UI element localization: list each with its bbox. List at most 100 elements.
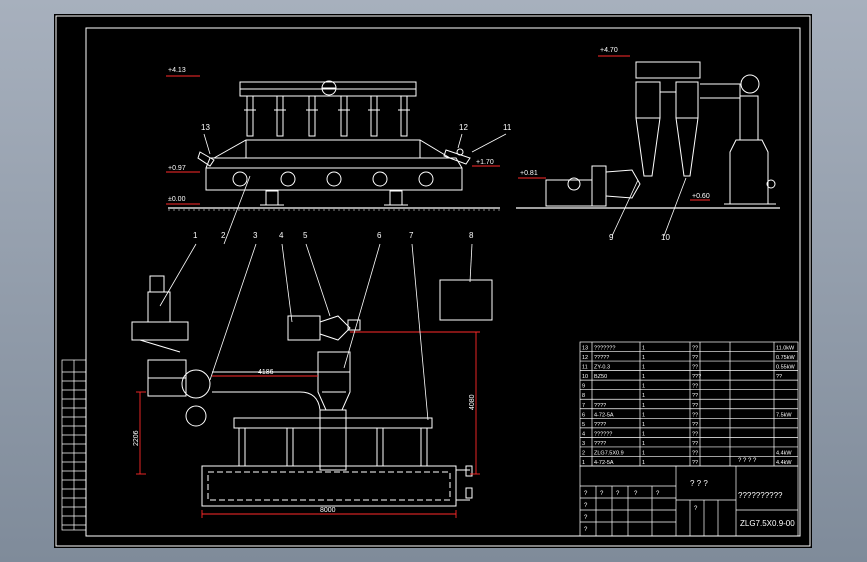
table-cell: BZ50 xyxy=(594,374,607,380)
balloon-4: 4 xyxy=(279,231,284,240)
title-cell-f: ? xyxy=(584,503,588,509)
elevation-marks-left xyxy=(166,75,500,205)
table-cell: ?? xyxy=(692,450,698,456)
table-cell: 8 xyxy=(582,393,585,399)
table-cell: 11.0kW xyxy=(776,346,795,352)
table-cell: ?? xyxy=(692,422,698,428)
table-cell: ?? xyxy=(692,365,698,371)
table-cell: 2 xyxy=(582,450,585,456)
table-cell: 6 xyxy=(582,412,585,418)
title-cell-c: ? xyxy=(616,491,620,497)
table-cell: ?? xyxy=(692,441,698,447)
balloon-11: 11 xyxy=(503,123,512,132)
title-block-subtitle: ?????????? xyxy=(738,491,783,500)
table-cell: 13 xyxy=(582,346,588,352)
table-cell: 3 xyxy=(582,441,585,447)
table-cell: 4-72-5A xyxy=(594,412,614,418)
table-cell: ?????? xyxy=(594,431,612,437)
title-cell-a: ? xyxy=(584,491,588,497)
table-cell: 1 xyxy=(582,460,585,466)
table-cell: ????? xyxy=(594,355,609,361)
leader-lines xyxy=(159,133,687,421)
cyclone-side-view xyxy=(516,61,780,209)
table-cell: 1 xyxy=(642,403,645,409)
elevation-low-right: +0.60 xyxy=(692,193,710,200)
title-cell-d: ? xyxy=(634,491,638,497)
table-cell: 1 xyxy=(642,450,645,456)
balloon-13: 13 xyxy=(201,123,210,132)
balloon-10: 10 xyxy=(661,233,670,242)
table-cell: 0.75kW xyxy=(776,355,795,361)
balloon-12: 12 xyxy=(459,123,468,132)
table-cell: ?? xyxy=(692,384,698,390)
drawing-sheet xyxy=(54,14,812,548)
parts-table xyxy=(579,341,799,467)
table-cell: 10 xyxy=(582,374,588,380)
elevation-marks-right xyxy=(518,55,710,201)
title-block xyxy=(579,465,799,537)
table-cell: ???? xyxy=(594,441,606,447)
table-cell: 1 xyxy=(642,346,645,352)
dim-pipe-span: 4186 xyxy=(258,369,274,376)
table-cell: 1 xyxy=(642,431,645,437)
balloon-5: 5 xyxy=(303,231,308,240)
table-cell: 1 xyxy=(642,422,645,428)
table-cell: ?? xyxy=(692,460,698,466)
table-cell: 1 xyxy=(642,441,645,447)
table-cell: 1 xyxy=(642,412,645,418)
table-cell: 1 xyxy=(642,460,645,466)
plan-view xyxy=(131,275,493,507)
table-cell: ???? xyxy=(594,403,606,409)
title-block-marks: ? ? ? ? xyxy=(738,458,757,464)
elevation-top-left: +4.13 xyxy=(168,67,186,74)
title-cell-h: ? xyxy=(584,527,588,533)
table-cell: ??? xyxy=(692,374,701,380)
elevation-mid-left: +0.97 xyxy=(168,165,186,172)
dim-height-left: 2206 xyxy=(133,430,140,446)
balloon-6: 6 xyxy=(377,231,382,240)
elevation-ground-left: ±0.00 xyxy=(168,196,186,203)
outer-frame xyxy=(55,15,811,547)
balloon-8: 8 xyxy=(469,231,474,240)
elevation-mid-right: +0.81 xyxy=(520,170,538,177)
table-cell: 7 xyxy=(582,403,585,409)
table-cell: ?? xyxy=(692,403,698,409)
table-cell: ??????? xyxy=(594,346,615,352)
table-cell: ?? xyxy=(692,431,698,437)
table-cell: 4.4kW xyxy=(776,460,792,466)
elevation-feed: +1.70 xyxy=(476,159,494,166)
plan-dimensions xyxy=(136,331,480,518)
table-cell: 5 xyxy=(582,422,585,428)
table-cell: ?? xyxy=(692,346,698,352)
title-block-name: ? ? ? xyxy=(690,479,708,488)
table-cell: ???? xyxy=(594,422,606,428)
title-cell-e: ? xyxy=(656,491,660,497)
balloon-3: 3 xyxy=(253,231,258,240)
dim-length: 8000 xyxy=(320,507,336,514)
dim-height-vertical: 4080 xyxy=(469,394,476,410)
dryer-elevation-view xyxy=(168,80,500,211)
table-cell: 12 xyxy=(582,355,588,361)
balloon-7: 7 xyxy=(409,231,414,240)
title-cell-i: ? xyxy=(694,506,698,512)
inner-frame xyxy=(85,27,801,537)
table-cell: 4.4kW xyxy=(776,450,792,456)
table-cell: 1 xyxy=(642,393,645,399)
table-cell: 1 xyxy=(642,374,645,380)
drawing-number: ZLG7.5X0.9-00 xyxy=(740,519,795,528)
table-cell: 4-72-5A xyxy=(594,460,614,466)
balloon-2: 2 xyxy=(221,231,226,240)
table-cell: 11 xyxy=(582,365,588,371)
table-cell: 7.5kW xyxy=(776,412,792,418)
table-cell: ?? xyxy=(692,355,698,361)
elevation-top-right: +4.70 xyxy=(600,47,618,54)
title-cell-g: ? xyxy=(584,515,588,521)
table-cell: ZLG7.5X0.9 xyxy=(594,450,624,456)
table-cell: 1 xyxy=(642,355,645,361)
table-cell: ZY-0.3 xyxy=(594,365,610,371)
table-cell: 0.55kW xyxy=(776,365,795,371)
balloon-9: 9 xyxy=(609,233,614,242)
